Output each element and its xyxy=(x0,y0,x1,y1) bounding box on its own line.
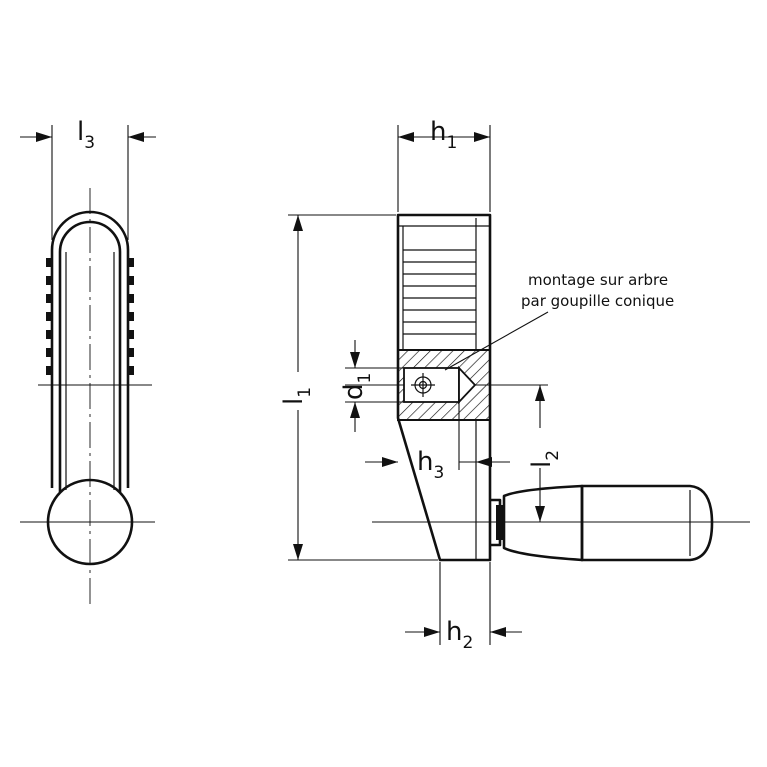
label-d1: d1 xyxy=(339,373,375,400)
h3-arrow-right xyxy=(476,457,492,467)
l1-label-background xyxy=(275,372,307,410)
l2-arrow-top xyxy=(535,385,545,401)
bore-tip xyxy=(458,365,477,405)
d1-arrow-bottom xyxy=(350,402,360,418)
label-h2: h2 xyxy=(446,617,473,653)
side-view-knurl-right xyxy=(127,258,134,375)
h1-arrow-left xyxy=(398,132,414,142)
side-view-inner-outline xyxy=(58,220,122,492)
side-view-outer-outline xyxy=(50,210,130,488)
front-view: h1 l1 d1 h3 l2 xyxy=(275,117,750,653)
l3-arrow-right xyxy=(128,132,144,142)
h2-arrow-right xyxy=(490,627,506,637)
l2-label-background xyxy=(522,428,554,468)
side-view: l3 xyxy=(20,117,156,605)
side-view-knob xyxy=(46,478,134,566)
h3-arrow-left xyxy=(382,457,398,467)
handle-shank xyxy=(502,484,584,562)
l2-arrow-bottom xyxy=(535,506,545,522)
label-h3: h3 xyxy=(417,447,444,483)
label-h1: h1 xyxy=(430,117,457,153)
l1-arrow-bottom xyxy=(293,544,303,560)
l1-arrow-top xyxy=(293,215,303,231)
annotation-leader xyxy=(444,311,549,371)
h1-arrow-right xyxy=(474,132,490,142)
d1-arrow-top xyxy=(350,352,360,368)
handle-collar xyxy=(496,505,504,540)
hub-knurl-ribs xyxy=(403,249,476,335)
label-l2: l2 xyxy=(527,450,563,468)
l3-arrow-left xyxy=(36,132,52,142)
annotation-line-1: montage sur arbre xyxy=(528,271,668,289)
label-l1: l1 xyxy=(279,387,315,405)
h2-arrow-left xyxy=(424,627,440,637)
side-view-knurl-left xyxy=(46,258,53,375)
annotation-line-2: par goupille conique xyxy=(521,292,674,310)
label-l3: l3 xyxy=(77,117,95,153)
handle-grip xyxy=(580,484,714,562)
